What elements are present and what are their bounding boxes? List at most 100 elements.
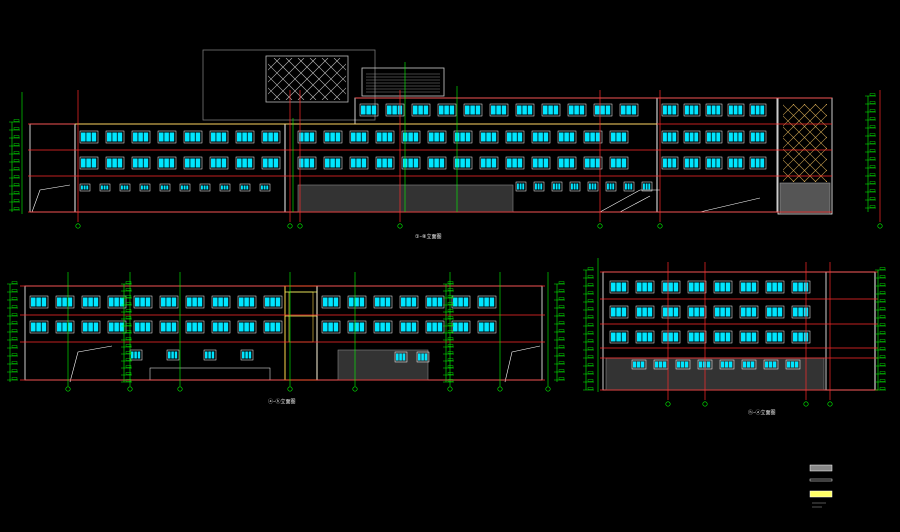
window-pane <box>486 158 491 168</box>
window-pane <box>465 132 471 142</box>
level-tag <box>13 143 20 146</box>
window-pane <box>387 158 393 168</box>
window-pane <box>533 158 538 168</box>
window-pane <box>192 297 197 307</box>
level-marks-bottom-right <box>583 258 886 392</box>
window-pane <box>244 297 249 307</box>
level-tag <box>587 283 594 286</box>
window-frame <box>79 156 99 170</box>
level-tag <box>869 173 876 176</box>
window-pane <box>569 105 574 115</box>
level-tag <box>13 207 20 210</box>
window-pane <box>401 297 406 307</box>
level-tag <box>558 281 565 284</box>
lattice-line <box>783 126 827 172</box>
window-frame <box>157 130 177 144</box>
window-frame <box>81 295 101 309</box>
window-pane <box>611 132 616 142</box>
window-pane <box>559 158 564 168</box>
elevation-top[interactable]: ①–⑧立面图 <box>9 49 900 240</box>
window-pane <box>760 105 765 115</box>
window-pane <box>667 158 672 168</box>
level-tag <box>869 157 876 160</box>
window-pane <box>647 307 653 317</box>
level-tag <box>587 299 594 302</box>
window-pane <box>83 322 88 332</box>
window-pane <box>463 322 469 332</box>
window-pane <box>694 307 699 317</box>
window-frame <box>139 183 151 192</box>
material-legend[interactable] <box>809 464 833 508</box>
window-pane <box>751 132 755 142</box>
window-pane <box>31 322 36 332</box>
window-frame <box>347 320 367 334</box>
window-pane <box>591 183 594 190</box>
window-pane <box>453 297 458 307</box>
axis-bubble <box>397 223 403 229</box>
window-frame <box>453 156 473 170</box>
window-pane <box>333 322 339 332</box>
window-pane <box>31 297 36 307</box>
window-pane <box>699 332 705 342</box>
window-pane <box>119 322 125 332</box>
elevation-bottom-right[interactable]: ⓗ–ⓐ立面图 <box>583 258 886 416</box>
window-pane <box>453 322 458 332</box>
level-marks-bottom-left <box>7 281 565 383</box>
window-pane <box>121 185 123 190</box>
level-tag <box>587 379 594 382</box>
window-pane <box>241 185 243 190</box>
window-pane <box>309 158 315 168</box>
window-frame <box>133 320 153 334</box>
window-pane <box>605 105 611 115</box>
window-pane <box>299 158 304 168</box>
window-frame <box>479 130 499 144</box>
window-pane <box>221 158 227 168</box>
window-pane <box>413 105 418 115</box>
level-tag <box>587 267 594 270</box>
level-tag <box>869 133 876 136</box>
window-pane <box>633 361 637 368</box>
window-frame <box>297 156 317 170</box>
lattice-line <box>285 58 329 100</box>
lattice-screen-top <box>265 55 349 103</box>
window-pane <box>93 322 99 332</box>
window-pane <box>246 185 249 190</box>
window-frame <box>739 280 759 294</box>
window-pane <box>81 185 83 190</box>
window-pane <box>716 132 721 142</box>
window-pane <box>265 322 270 332</box>
window-pane <box>760 158 765 168</box>
window-pane <box>689 307 694 317</box>
level-tag <box>125 281 132 284</box>
window-pane <box>444 105 449 115</box>
window-pane <box>226 185 229 190</box>
lattice-line <box>273 58 317 100</box>
window-pane <box>263 132 268 142</box>
window-pane <box>621 132 627 142</box>
window-pane <box>672 132 677 142</box>
window-pane <box>169 132 175 142</box>
window-pane <box>86 132 91 142</box>
window-pane <box>743 361 747 368</box>
window-frame <box>451 295 471 309</box>
window-pane <box>522 183 525 190</box>
window-pane <box>413 158 419 168</box>
window-pane <box>266 185 269 190</box>
elevation-bottom-left[interactable]: ⓐ–ⓗ立面图 <box>7 272 565 405</box>
window-pane <box>166 297 171 307</box>
window-pane <box>88 322 93 332</box>
level-tag <box>13 135 20 138</box>
window-pane <box>434 158 439 168</box>
level-tag <box>879 275 886 278</box>
window-frame <box>477 295 497 309</box>
window-pane <box>798 332 803 342</box>
axis-bubble <box>827 401 833 407</box>
window-pane <box>689 132 694 142</box>
level-tag <box>11 377 18 380</box>
window-pane <box>694 105 699 115</box>
window-pane <box>645 183 648 190</box>
window-pane <box>765 361 769 368</box>
window-pane <box>359 322 365 332</box>
window-pane <box>564 158 569 168</box>
